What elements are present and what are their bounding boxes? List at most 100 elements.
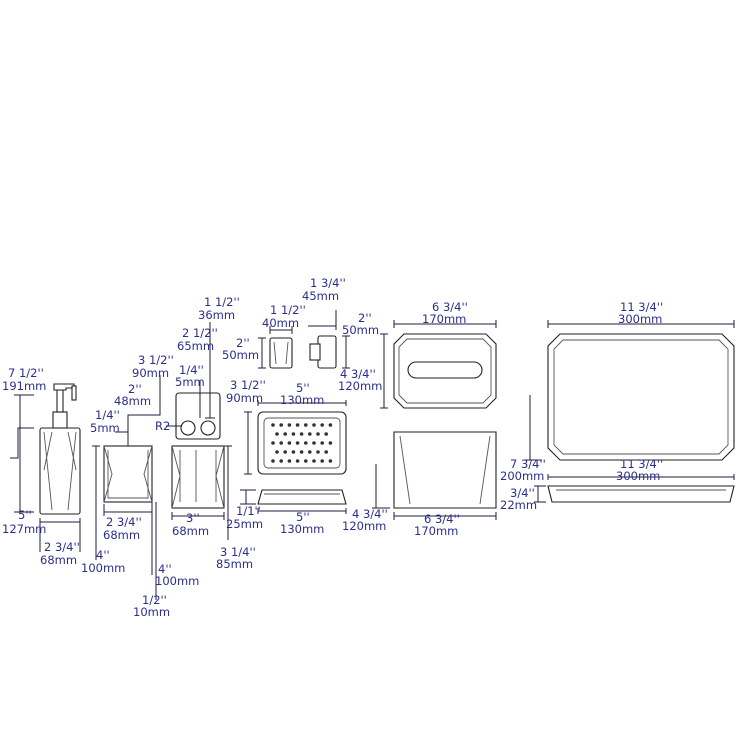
tumbler-h-in: 3 1/2''	[138, 353, 174, 367]
dispenser-dimensions: 7 1/2'' 191mm 5'' 127mm 2 3/4'' 68mm	[2, 366, 81, 567]
drain-hole	[320, 459, 325, 463]
drain-hole	[328, 423, 333, 427]
drain-hole	[287, 423, 292, 427]
tissue-depth-in: 4 3/4''	[340, 367, 376, 381]
drain-hole	[291, 432, 296, 436]
drain-hole	[279, 423, 284, 427]
drain-hole	[320, 441, 325, 445]
tb-holder-dimensions: 1 1/2'' 36mm 2 1/2'' 65mm 1/4'' 5mm R2 3…	[155, 295, 256, 571]
tumbler-d-in: 4''	[96, 548, 110, 562]
tb-holder-facets	[171, 445, 225, 509]
tb-holder-radius: R2	[155, 419, 170, 433]
drain-hole	[283, 450, 288, 454]
tumbler-body	[103, 445, 153, 503]
cup-facets	[273, 341, 289, 365]
tissue-h-in: 4 3/4''	[352, 507, 388, 521]
tb-holder-w-mm: 65mm	[177, 339, 214, 353]
tumbler-wall-in: 1/4''	[95, 408, 120, 422]
dispenser-h-mm: 191mm	[2, 379, 46, 393]
tumbler-w-mm: 68mm	[103, 528, 140, 542]
tissue-w-mm: 170mm	[414, 524, 458, 538]
dispenser-w-mm: 68mm	[40, 553, 77, 567]
tb-holder-wall-mm: 5mm	[175, 375, 205, 389]
tb-holder-top-in: 1 1/2''	[204, 295, 240, 309]
soap-depth-mm: 90mm	[226, 391, 263, 405]
soap-depth-in: 3 1/2''	[230, 378, 266, 392]
cup-hook-dimensions: 1 1/2'' 40mm 1 3/4'' 45mm 2'' 50mm 2'' 5…	[222, 276, 379, 369]
drain-hole	[316, 450, 320, 454]
soap-h-mm: 25mm	[226, 517, 263, 531]
tumbler-facets	[103, 445, 153, 503]
drain-hole	[316, 432, 320, 436]
cup-body	[269, 337, 293, 369]
drain-hole	[312, 423, 316, 427]
tissue-top-mm: 170mm	[422, 312, 466, 326]
drain-hole	[299, 450, 304, 454]
drain-hole	[291, 450, 296, 454]
tb-holder-hole-left	[180, 420, 196, 436]
soap-h-in: 1/1''	[236, 504, 261, 518]
hook-h-in: 2''	[358, 311, 372, 325]
drain-hole	[304, 441, 308, 445]
dispenser-body	[39, 427, 81, 515]
drain-hole	[328, 459, 333, 463]
soap-top-in: 5''	[296, 381, 310, 395]
tumbler-base-mm: 10mm	[133, 605, 170, 619]
drain-hole	[295, 441, 300, 445]
dispenser-h-in: 7 1/2''	[8, 366, 44, 380]
tray-top-inner	[553, 339, 729, 455]
cup-h-in: 2''	[236, 336, 250, 350]
tissue-box-dimensions: 6 3/4'' 170mm 4 3/4'' 120mm 4 3/4'' 120m…	[338, 300, 497, 538]
drain-hole	[299, 432, 304, 436]
tray-w-mm: 300mm	[616, 469, 660, 483]
tb-holder-hole-right	[200, 420, 216, 436]
soap-dish-side	[257, 489, 347, 505]
tissue-box	[393, 333, 497, 509]
soap-dish-drain-holes	[271, 423, 333, 463]
tissue-h-mm: 120mm	[342, 519, 386, 533]
dispenser-facets	[43, 431, 77, 511]
drain-hole	[295, 459, 300, 463]
drain-hole	[304, 459, 308, 463]
tray-top	[547, 333, 735, 461]
drain-hole	[287, 441, 292, 445]
tumbler-inner-mm: 48mm	[114, 394, 151, 408]
drain-hole	[287, 459, 292, 463]
tumbler-d2-mm: 100mm	[155, 574, 199, 588]
hook-w-mm: 45mm	[302, 289, 339, 303]
tissue-box-side	[393, 431, 497, 509]
drain-hole	[324, 432, 329, 436]
small-cup	[269, 337, 293, 369]
tray-top-in: 11 3/4''	[620, 300, 663, 314]
hook-knob	[309, 343, 321, 361]
dispenser-nozzle	[71, 385, 77, 401]
dispenser-base-in: 5''	[18, 508, 32, 522]
tray-w-in: 11 3/4''	[620, 457, 663, 471]
cup-h-mm: 50mm	[222, 348, 259, 362]
soap-dish-inner	[263, 417, 341, 469]
dispenser-pump-head	[53, 383, 75, 391]
cup-w-mm: 40mm	[262, 316, 299, 330]
tray-h-in: 3/4''	[510, 486, 535, 500]
drain-hole	[279, 441, 284, 445]
tray	[547, 333, 735, 503]
drain-hole	[295, 423, 300, 427]
tissue-box-top-inner	[398, 338, 492, 404]
tb-holder-base-in: 3''	[186, 511, 200, 525]
tumbler-h-mm: 90mm	[132, 366, 169, 380]
drain-hole	[320, 423, 325, 427]
drain-hole	[283, 432, 288, 436]
tb-holder-top-mm: 36mm	[198, 308, 235, 322]
tumbler-w-in: 2 3/4''	[106, 515, 142, 529]
tray-top-mm: 300mm	[618, 312, 662, 326]
drain-hole	[275, 450, 279, 454]
soap-dish	[257, 411, 347, 505]
tissue-top-in: 6 3/4''	[432, 300, 468, 314]
drain-hole	[308, 450, 312, 454]
tb-holder-base-mm: 68mm	[172, 524, 209, 538]
drain-hole	[328, 441, 333, 445]
drain-hole	[271, 423, 275, 427]
tray-depth-in: 7 3/4''	[510, 457, 546, 471]
cup-w-in: 1 1/2''	[270, 303, 306, 317]
